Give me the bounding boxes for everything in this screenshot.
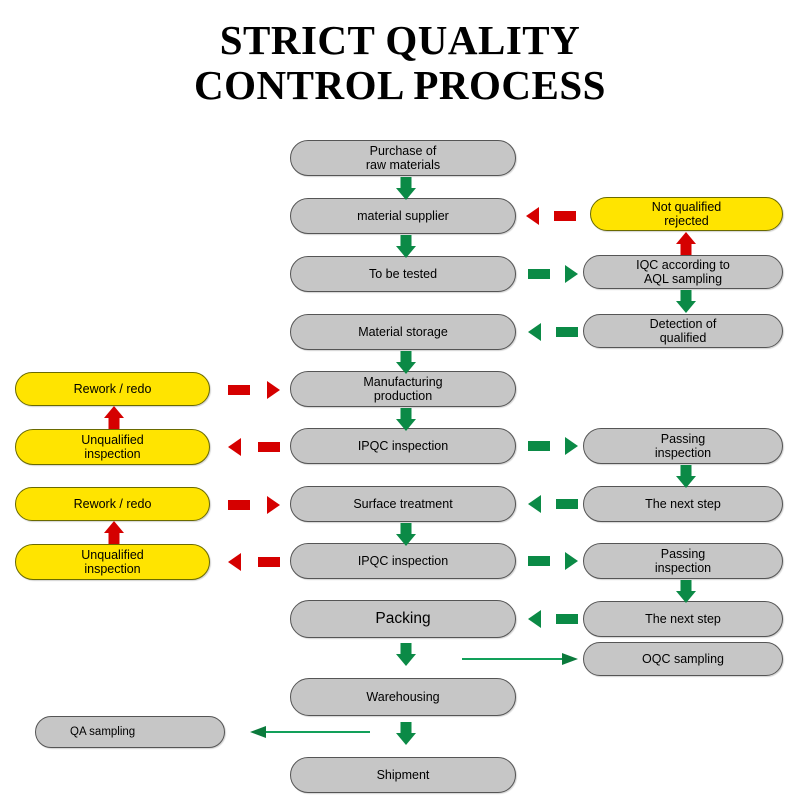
node-shipment[interactable]: Shipment <box>290 757 516 793</box>
line-arrow-packing-to-oqc-sampling <box>462 652 578 666</box>
page-title-line-2: CONTROL PROCESS <box>194 62 606 108</box>
node-warehousing[interactable]: Warehousing <box>290 678 516 716</box>
node-unqualified-inspection-1[interactable]: Unqualified inspection <box>15 429 210 465</box>
node-unqualified-inspection-2[interactable]: Unqualified inspection <box>15 544 210 580</box>
node-passing-inspection-1[interactable]: Passing inspection <box>583 428 783 464</box>
arrow-left-not-qualified-to-supplier <box>526 206 576 226</box>
node-to-be-tested[interactable]: To be tested <box>290 256 516 292</box>
node-packing[interactable]: Packing <box>290 600 516 638</box>
arrow-down-passing1-to-nextstep1 <box>676 465 696 488</box>
node-manufacturing-production[interactable]: Manufacturing production <box>290 371 516 407</box>
arrow-left-nextstep2-to-packing <box>528 609 578 629</box>
arrow-down-supplier-to-tested <box>396 235 416 258</box>
arrow-down-purchase-to-supplier <box>396 177 416 200</box>
node-the-next-step-2[interactable]: The next step <box>583 601 783 637</box>
arrow-right-ipqc2-to-passing2 <box>528 551 578 571</box>
page-title: STRICT QUALITY CONTROL PROCESS <box>0 18 800 108</box>
arrow-down-iqc-to-detection <box>676 290 696 313</box>
arrow-down-manufacturing-to-ipqc1 <box>396 408 416 431</box>
arrow-down-packing-to-warehousing <box>396 643 416 667</box>
arrow-up-unqualified1-to-rework1 <box>104 406 124 429</box>
arrow-right-ipqc1-to-passing1 <box>528 436 578 456</box>
node-surface-treatment[interactable]: Surface treatment <box>290 486 516 522</box>
arrow-right-rework1-to-manufacturing <box>228 380 280 400</box>
node-rework-redo-2[interactable]: Rework / redo <box>15 487 210 521</box>
arrow-left-detection-to-storage <box>528 322 578 342</box>
arrow-left-nextstep1-to-surface <box>528 494 578 514</box>
arrow-left-ipqc2-to-unqualified2 <box>228 552 280 572</box>
line-arrow-warehousing-to-qa-sampling <box>250 725 370 739</box>
node-purchase-raw-materials[interactable]: Purchase of raw materials <box>290 140 516 176</box>
arrow-right-rework2-to-surface <box>228 495 280 515</box>
arrow-right-tested-to-iqc <box>528 264 578 284</box>
arrow-down-passing2-to-nextstep2 <box>676 580 696 603</box>
node-the-next-step-1[interactable]: The next step <box>583 486 783 522</box>
node-ipqc-inspection-1[interactable]: IPQC inspection <box>290 428 516 464</box>
node-rework-redo-1[interactable]: Rework / redo <box>15 372 210 406</box>
arrow-up-unqualified2-to-rework2 <box>104 521 124 544</box>
node-detection-of-qualified[interactable]: Detection of qualified <box>583 314 783 348</box>
page-title-line-1: STRICT QUALITY <box>219 17 581 63</box>
arrow-down-surface-to-ipqc2 <box>396 523 416 546</box>
arrow-down-storage-to-manufacturing <box>396 351 416 374</box>
arrow-down-warehousing-to-shipment <box>396 722 416 746</box>
node-oqc-sampling[interactable]: OQC sampling <box>583 642 783 676</box>
arrow-left-ipqc1-to-unqualified1 <box>228 437 280 457</box>
arrow-up-iqc-to-not-qualified <box>676 232 696 255</box>
node-qa-sampling[interactable]: QA sampling <box>35 716 225 748</box>
node-material-supplier[interactable]: material supplier <box>290 198 516 234</box>
node-not-qualified-rejected[interactable]: Not qualified rejected <box>590 197 783 231</box>
node-passing-inspection-2[interactable]: Passing inspection <box>583 543 783 579</box>
node-material-storage[interactable]: Material storage <box>290 314 516 350</box>
node-ipqc-inspection-2[interactable]: IPQC inspection <box>290 543 516 579</box>
node-iqc-aql-sampling[interactable]: IQC according to AQL sampling <box>583 255 783 289</box>
